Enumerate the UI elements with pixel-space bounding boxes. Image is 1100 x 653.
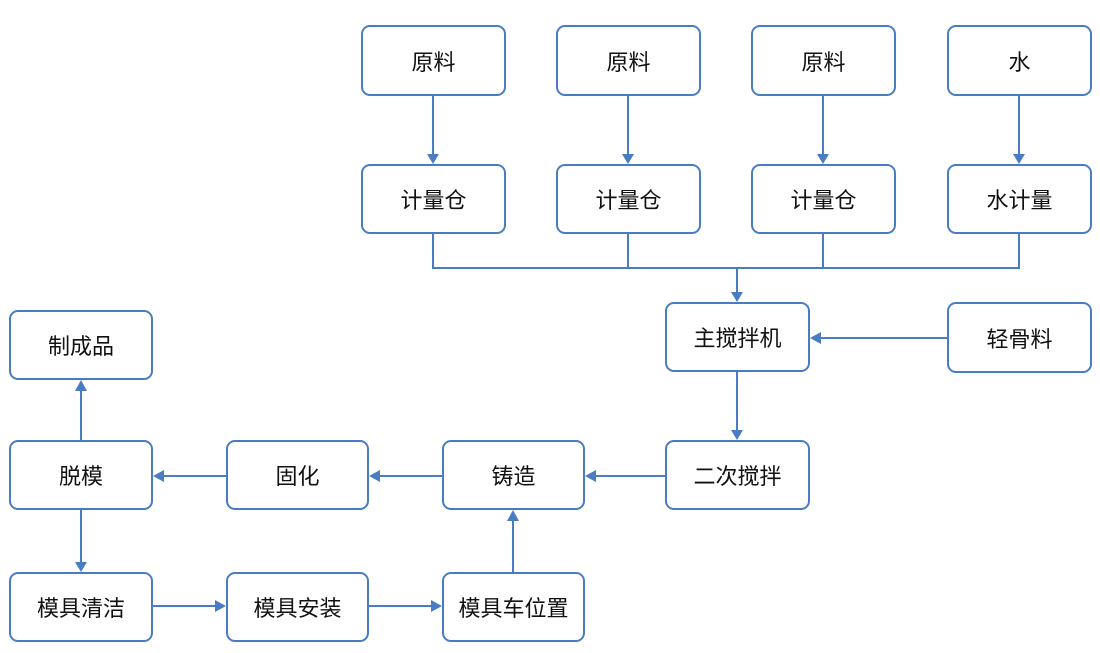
edge-bins-merge [432, 234, 1020, 269]
arrowhead [431, 600, 442, 612]
arrowhead [585, 470, 596, 482]
node-casting: 铸造 [442, 440, 585, 510]
node-finished-product: 制成品 [9, 310, 153, 380]
arrowhead [817, 154, 829, 164]
node-mold-cleaning: 模具清洁 [9, 572, 153, 642]
node-metering-bin-1: 计量仓 [361, 164, 506, 234]
arrowhead [427, 154, 439, 164]
arrowhead [810, 332, 821, 344]
node-raw-material-1: 原料 [361, 25, 506, 96]
arrowhead [731, 430, 743, 440]
arrowhead [507, 510, 519, 521]
node-mold-installation: 模具安装 [226, 572, 369, 642]
node-raw-material-2: 原料 [556, 25, 701, 96]
node-raw-material-3: 原料 [751, 25, 896, 96]
arrowhead [153, 470, 164, 482]
arrowhead [75, 380, 87, 391]
arrowhead [1013, 154, 1025, 164]
arrowhead [215, 600, 226, 612]
node-light-aggregate: 轻骨料 [947, 302, 1092, 373]
arrowhead [731, 292, 743, 302]
arrowhead [369, 470, 380, 482]
node-curing: 固化 [226, 440, 369, 510]
node-metering-bin-3: 计量仓 [751, 164, 896, 234]
node-main-mixer: 主搅拌机 [665, 302, 810, 372]
node-metering-bin-2: 计量仓 [556, 164, 701, 234]
node-water: 水 [947, 25, 1092, 96]
node-water-meter: 水计量 [947, 164, 1092, 234]
arrowhead [622, 154, 634, 164]
arrowhead [75, 562, 87, 572]
node-demolding: 脱模 [9, 440, 153, 510]
node-secondary-mixing: 二次搅拌 [665, 440, 810, 510]
node-mold-cart-position: 模具车位置 [442, 572, 585, 642]
